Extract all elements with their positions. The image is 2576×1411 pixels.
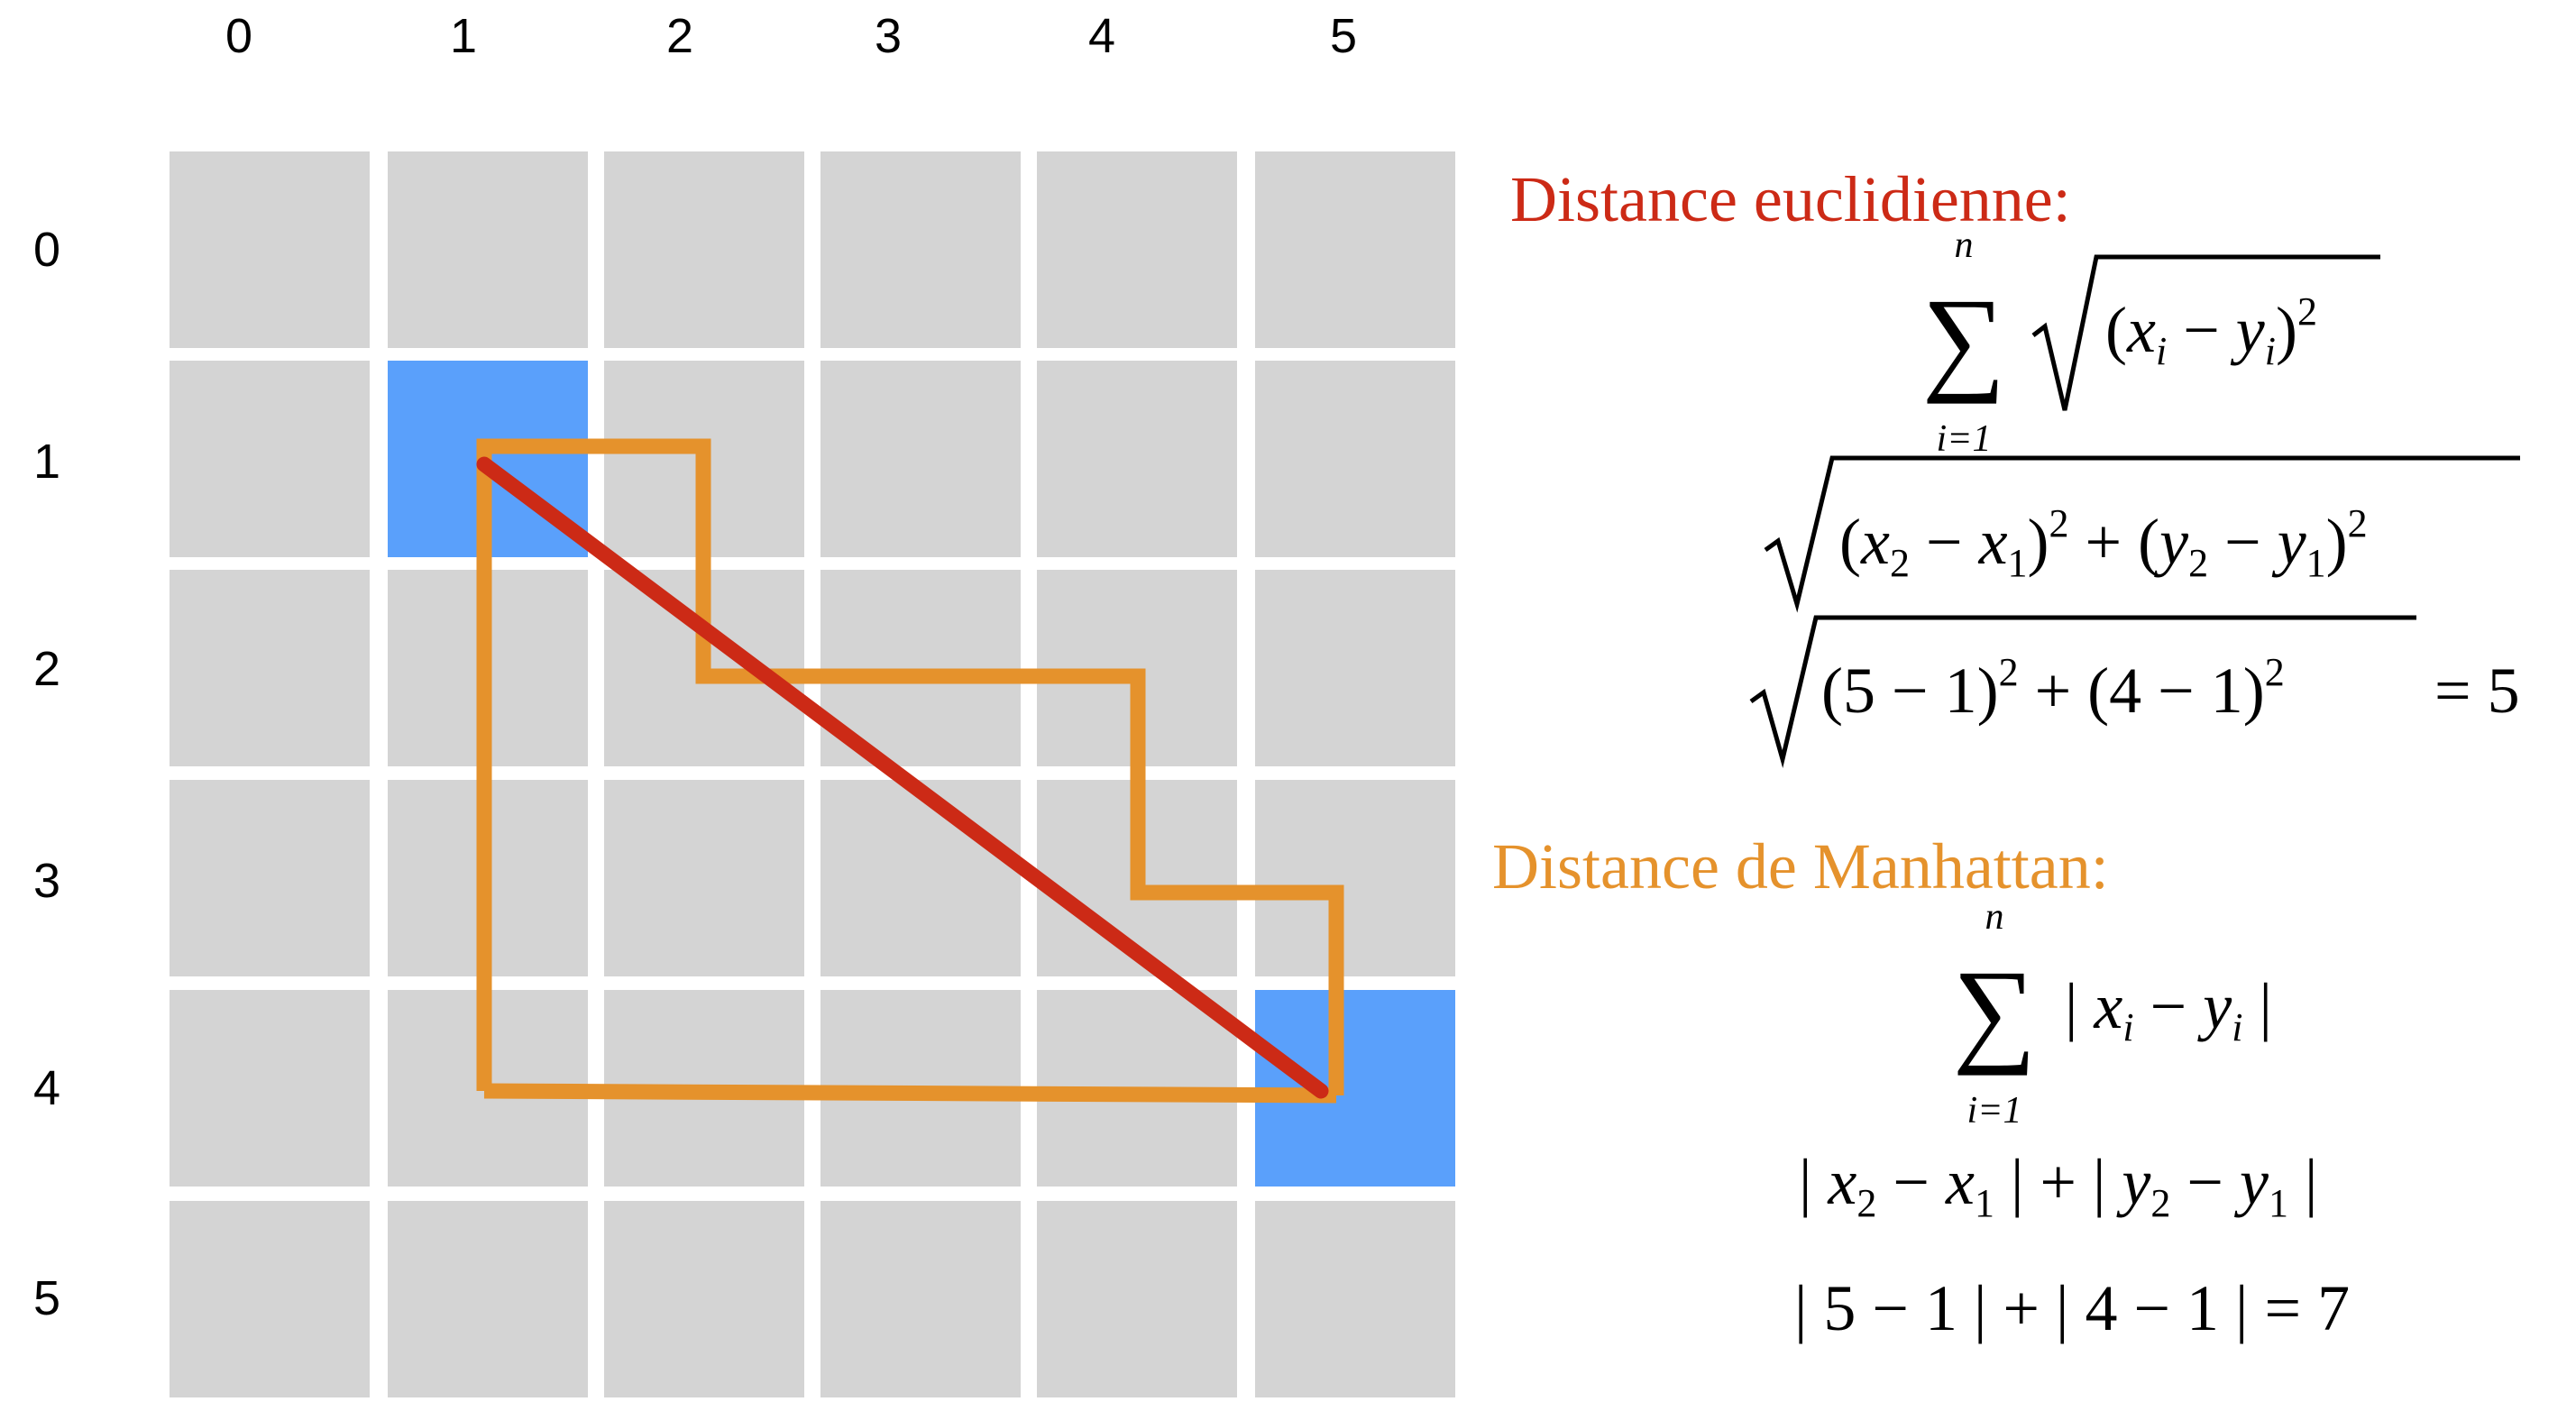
manhattan-path-staircase: [476, 438, 1344, 1095]
euclidean-sum-symbol: ∑: [1922, 275, 2006, 405]
euclidean-general-term: (xi − yi)2: [2105, 289, 2317, 373]
row-label-2: 2: [33, 642, 60, 696]
grid-cell: [170, 570, 370, 766]
row-label-3: 3: [33, 854, 60, 908]
grid-cell: [170, 990, 370, 1187]
col-label-1: 1: [450, 9, 477, 63]
col-label-4: 4: [1088, 9, 1115, 63]
grid-cell: [604, 1201, 804, 1397]
row-label-0: 0: [33, 223, 60, 277]
grid-cell: [170, 361, 370, 557]
row-labels: 0 1 2 3 4 5: [33, 223, 60, 1325]
euclidean-numeric-term: (5 − 1)2 + (4 − 1)2: [1821, 650, 2285, 727]
grid-cell: [170, 151, 370, 348]
grid-cell: [1037, 361, 1237, 557]
grid-cells: [170, 151, 1455, 1397]
sqrt-sign-2: [1764, 455, 2520, 613]
grid-cell: [820, 361, 1021, 557]
manhattan-heading: Distance de Manhattan:: [1492, 830, 2109, 902]
manhattan-numeric-term: | 5 − 1 | + | 4 − 1 | = 7: [1794, 1272, 2350, 1344]
euclidean-formula: Distance euclidienne: n ∑ i=1 (xi − yi)2…: [1510, 163, 2520, 768]
euclidean-sum-upper: n: [1955, 224, 1974, 266]
col-label-2: 2: [666, 9, 693, 63]
grid-cell: [170, 1201, 370, 1397]
grid-cell: [820, 780, 1021, 976]
grid-cell: [1255, 151, 1455, 348]
grid-cell: [388, 1201, 588, 1397]
euclidean-path-line: [476, 456, 1329, 1099]
manhattan-sum-symbol: ∑: [1953, 947, 2037, 1077]
manhattan-paths: [476, 438, 1344, 1104]
manhattan-general-term: | xi − yi |: [2065, 970, 2272, 1049]
row-label-5: 5: [33, 1271, 60, 1325]
manhattan-sum-upper: n: [1985, 896, 2004, 938]
manhattan-path-l-shape: [483, 1083, 1337, 1104]
grid-cell: [820, 1201, 1021, 1397]
sqrt-sign-1: [2031, 254, 2380, 411]
col-label-3: 3: [875, 9, 902, 63]
manhattan-coordinate-term: | x2 − x1 | + | y2 − y1 |: [1799, 1146, 2317, 1225]
manhattan-sum-lower: i=1: [1966, 1090, 2021, 1132]
row-label-1: 1: [33, 435, 60, 489]
row-label-4: 4: [33, 1061, 60, 1115]
manhattan-formula: Distance de Manhattan: n ∑ i=1 | xi − yi…: [1492, 830, 2350, 1344]
sqrt-sign-3: [1749, 615, 2416, 768]
grid-cell: [604, 151, 804, 348]
grid-cell: [820, 151, 1021, 348]
euclidean-result: = 5: [2434, 655, 2520, 727]
grid-cell: [1037, 151, 1237, 348]
column-labels: 0 1 2 3 4 5: [225, 9, 1357, 63]
grid-cell: [1255, 1201, 1455, 1397]
grid-cell: [170, 780, 370, 976]
grid-cell: [1255, 780, 1455, 976]
col-label-5: 5: [1330, 9, 1357, 63]
grid-cell: [388, 151, 588, 348]
euclidean-coordinate-term: (x2 − x1)2 + (y2 − y1)2: [1839, 501, 2368, 585]
euclidean-heading: Distance euclidienne:: [1510, 163, 2071, 235]
grid-cell: [1255, 361, 1455, 557]
grid-cell: [604, 780, 804, 976]
grid-cell: [1037, 1201, 1237, 1397]
euclidean-sum-lower: i=1: [1936, 418, 1991, 460]
col-label-0: 0: [225, 9, 252, 63]
grid-cell: [1255, 570, 1455, 766]
